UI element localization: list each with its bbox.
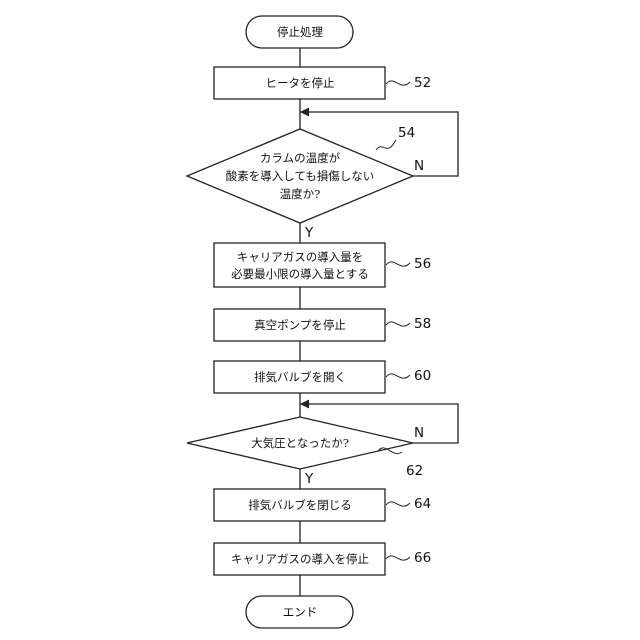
decision-62-label: 大気圧となったか? — [251, 436, 349, 450]
leader-66 — [386, 556, 410, 560]
leader-64 — [386, 502, 410, 506]
process-58-label: 真空ポンプを停止 — [254, 318, 346, 332]
leader-54 — [376, 140, 396, 150]
process-60-label: 排気バルブを開く — [254, 370, 346, 384]
start-label: 停止処理 — [277, 25, 323, 39]
process-66-label: キャリアガスの導入を停止 — [231, 552, 369, 566]
process-stop-heater-label: ヒータを停止 — [266, 76, 335, 90]
process-56-line1: キャリアガスの導入量を — [237, 250, 364, 264]
decision-54-line3: 温度か? — [280, 187, 321, 201]
leader-58 — [386, 322, 410, 326]
process-56-line2: 必要最小限の導入量とする — [231, 267, 369, 281]
leader-52 — [386, 81, 410, 85]
decision-54-line2: 酸素を導入しても損傷しない — [226, 169, 375, 183]
process-64-label: 排気バルブを閉じる — [248, 498, 352, 512]
ref-66: 66 — [414, 550, 431, 566]
ref-60: 60 — [414, 368, 431, 384]
yes-label-54: Y — [304, 225, 314, 241]
leader-56 — [386, 262, 410, 266]
ref-62: 62 — [406, 463, 423, 479]
no-label-62: N — [414, 425, 424, 441]
yes-label-62: Y — [304, 471, 314, 487]
ref-52: 52 — [414, 75, 431, 91]
end-label: エンド — [283, 605, 318, 619]
decision-54-line1: カラムの温度が — [260, 151, 341, 165]
leader-60 — [386, 374, 410, 378]
ref-56: 56 — [414, 256, 431, 272]
no-label-54: N — [414, 158, 424, 174]
ref-58: 58 — [414, 316, 431, 332]
ref-64: 64 — [414, 496, 431, 512]
ref-54: 54 — [398, 125, 415, 141]
